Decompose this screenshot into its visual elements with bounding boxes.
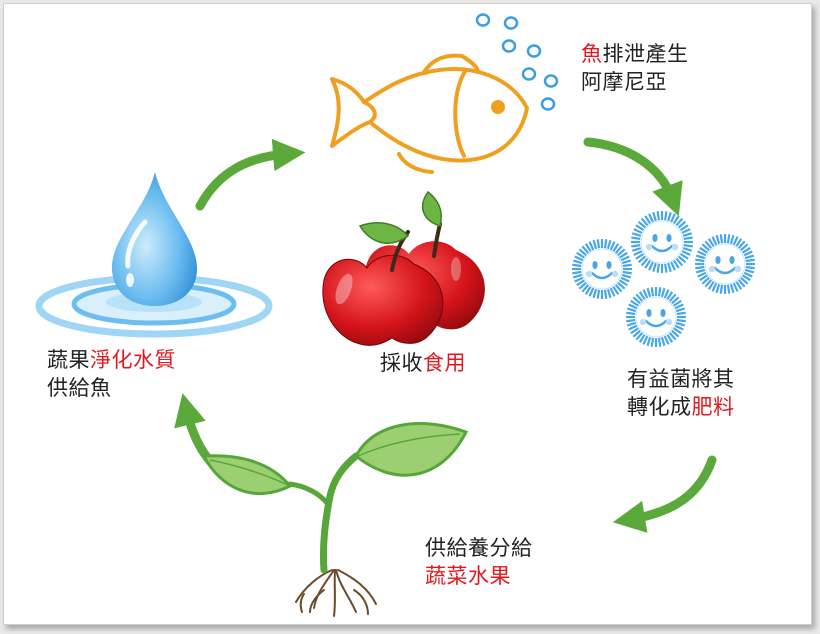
diagram-frame: 魚排泄產生 阿摩尼亞 有益菌將其 轉化成肥料 供給養分給 蔬菜水果 蔬果淨化水質… xyxy=(3,3,812,625)
arrow-fish-to-bacteria xyxy=(583,137,683,217)
bacteria-ball xyxy=(626,287,686,347)
bacteria-ball xyxy=(695,234,755,294)
water-label: 蔬果淨化水質 供給魚 xyxy=(47,346,176,402)
water-label-line2: 供給魚 xyxy=(47,376,112,400)
plant-label-line1: 供給養分給 xyxy=(425,536,533,560)
center-label-red: 食用 xyxy=(423,351,466,375)
apple-icon xyxy=(322,190,485,346)
fish-label-line2: 阿摩尼亞 xyxy=(581,70,667,94)
bacteria-icon xyxy=(572,211,755,347)
fish-label-rest: 排泄產生 xyxy=(602,42,689,66)
center-label-black: 採收 xyxy=(380,351,423,375)
cycle-art xyxy=(35,13,755,617)
center-label: 採收食用 xyxy=(380,349,466,377)
arrow-water-to-fish xyxy=(195,138,306,211)
bacteria-label-black: 轉化成 xyxy=(627,395,692,419)
seedling-icon xyxy=(201,422,469,617)
water-label-red: 淨化水質 xyxy=(90,348,176,372)
fish-label-red: 魚 xyxy=(581,42,603,66)
bacteria-label: 有益菌將其 轉化成肥料 xyxy=(627,365,735,421)
fish-icon xyxy=(330,53,529,174)
bacteria-ball xyxy=(572,239,632,299)
bacteria-label-red: 肥料 xyxy=(691,395,735,419)
bubbles xyxy=(475,13,559,111)
bacteria-ball xyxy=(631,211,693,273)
fish-label: 魚排泄產生 阿摩尼亞 xyxy=(581,40,689,96)
plant-label-line2: 蔬菜水果 xyxy=(425,564,511,588)
water-label-black: 蔬果 xyxy=(47,348,90,372)
water-drop-icon xyxy=(35,172,273,338)
plant-label: 供給養分給 蔬菜水果 xyxy=(425,534,533,590)
arrow-bacteria-to-plant xyxy=(612,455,717,533)
bacteria-label-line1: 有益菌將其 xyxy=(627,367,735,391)
